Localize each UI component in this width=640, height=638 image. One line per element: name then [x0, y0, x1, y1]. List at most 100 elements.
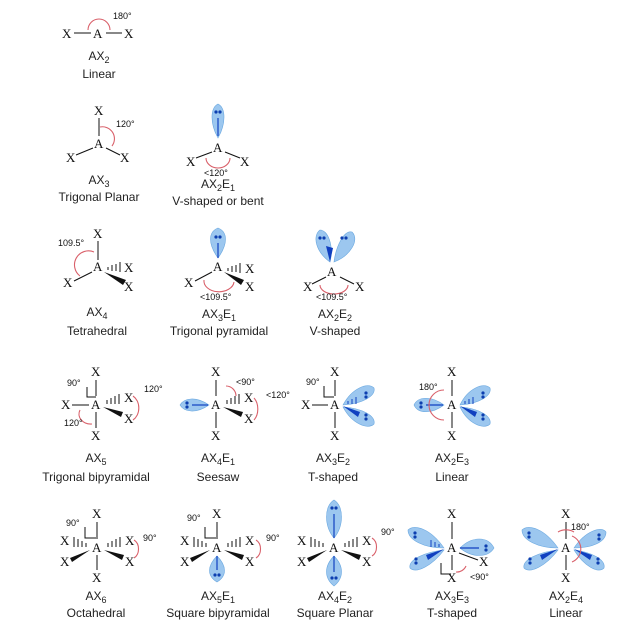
ligand-x: X: [124, 26, 134, 41]
ligand-x: X: [447, 364, 457, 379]
bond: [75, 147, 94, 156]
central-atom-a: A: [94, 136, 104, 151]
geometry-name: Square bipyramidal: [166, 606, 269, 620]
lone-pair-dot: [334, 576, 338, 580]
ligand-x: X: [180, 554, 190, 569]
molecule-ax5e1: X A X X X X 90° 90°: [180, 506, 280, 583]
angle-label: 90°: [143, 533, 157, 543]
formula-label: AX5E1: [201, 589, 235, 605]
angle-label: 180°: [419, 382, 438, 392]
molecule-ax2e4: X A X 180°: [521, 506, 607, 585]
angle-label: 90°: [66, 518, 80, 528]
geometry-name: T-shaped: [427, 606, 477, 620]
angle-arc: [571, 535, 582, 563]
formula-label: AX5: [85, 451, 106, 467]
right-angle-marker: [204, 527, 216, 539]
molecule-ax3e3: X A X X <90°: [407, 506, 495, 585]
ligand-x: X: [93, 226, 103, 241]
angle-arc: [255, 539, 262, 559]
lone-pair-lobe: [342, 406, 375, 427]
angle-arc: [319, 284, 349, 295]
angle-arc: [253, 397, 259, 421]
angle-label: 90°: [187, 513, 201, 523]
lone-pair-dot: [484, 544, 488, 548]
ligand-x: X: [212, 506, 222, 521]
angle-label: <90°: [236, 377, 255, 387]
lone-pair-dot: [419, 405, 423, 409]
lone-pair-dot: [340, 236, 344, 240]
ligand-x: X: [479, 554, 489, 569]
lone-pair-dot: [185, 405, 189, 409]
lone-pair-wedge: [540, 549, 558, 560]
angle-arc: [371, 537, 378, 557]
lone-pair-dot: [364, 391, 368, 395]
angle-arc: [225, 385, 237, 397]
bond: [458, 552, 479, 561]
angle-label: 120°: [144, 384, 163, 394]
geometry-name: Linear: [82, 67, 115, 81]
ligand-x: X: [362, 554, 372, 569]
lone-pair-dot: [484, 548, 488, 552]
lone-pair-dot: [364, 417, 368, 421]
angle-label: 120°: [64, 418, 83, 428]
formula-label: AX3E2: [316, 451, 350, 467]
central-atom-a: A: [327, 264, 337, 279]
hash-bond: [226, 394, 240, 404]
lone-pair-dot: [218, 110, 222, 114]
angle-label: <109.5°: [200, 292, 232, 302]
lone-pair-dot: [217, 573, 221, 577]
ligand-x: X: [355, 279, 365, 294]
formula-label: AX2: [88, 49, 109, 65]
ligand-x: X: [211, 364, 221, 379]
hash-bond: [73, 537, 87, 547]
geometry-name: Trigonal pyramidal: [170, 324, 268, 338]
bond: [339, 276, 355, 285]
wedge-bond: [307, 550, 327, 562]
formula-label: AX3E3: [435, 589, 469, 605]
ligand-x: X: [330, 428, 340, 443]
lone-pair-lobe: [573, 549, 605, 571]
angle-label: 90°: [306, 377, 320, 387]
ligand-x: X: [184, 275, 194, 290]
lone-pair-dot: [330, 576, 334, 580]
central-atom-a: A: [93, 26, 103, 41]
lone-pair-dot: [414, 557, 418, 561]
angle-label: <109.5°: [316, 292, 348, 302]
geometry-name: Linear: [435, 470, 468, 484]
wedge-bond: [224, 272, 244, 285]
ligand-x: X: [211, 428, 221, 443]
geometry-name: V-shaped: [310, 324, 361, 338]
molecule-ax3: X A X X 120°: [66, 103, 135, 165]
angle-arc: [557, 529, 575, 533]
right-angle-marker: [323, 386, 334, 398]
hash-bond: [193, 537, 207, 547]
molecule-ax2e2: A X X <109.5°: [303, 229, 365, 302]
molecule-ax3e1: A X X X <109.5°: [184, 227, 255, 302]
lone-pair-wedge: [326, 246, 333, 262]
ligand-x: X: [125, 554, 135, 569]
geometry-name: Square Planar: [297, 606, 374, 620]
ligand-x: X: [124, 390, 134, 405]
ligand-x: X: [303, 279, 313, 294]
angle-label: <120°: [266, 390, 290, 400]
lone-pair-dot: [364, 395, 368, 399]
lone-pair-dot: [419, 401, 423, 405]
molecule-ax5: X A X X X X 90° 120° 120°: [61, 364, 163, 443]
lone-pair-dot: [214, 110, 218, 114]
lone-pair-dot: [597, 537, 601, 541]
bond: [194, 271, 213, 282]
ligand-x: X: [60, 554, 70, 569]
angle-label: <90°: [470, 572, 489, 582]
angle-label: <120°: [204, 168, 228, 178]
lone-pair-wedge: [343, 406, 360, 417]
central-atom-a: A: [330, 397, 340, 412]
lone-pair-wedge: [574, 549, 592, 560]
lone-pair-dot: [481, 417, 485, 421]
bond: [73, 271, 93, 282]
lone-pair-dot: [334, 506, 338, 510]
formula-label: AX3: [88, 173, 109, 189]
ligand-x: X: [124, 279, 134, 294]
wedge-bond: [104, 550, 124, 560]
lone-pair-dot: [413, 535, 417, 539]
